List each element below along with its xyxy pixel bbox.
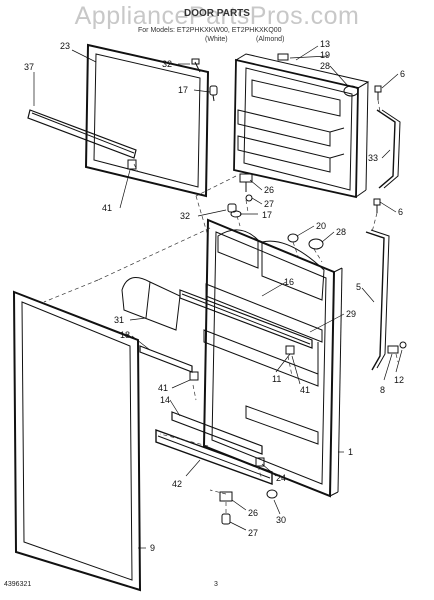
callout-26: 26 (264, 185, 274, 195)
fresh-food-handle-5 (365, 229, 390, 371)
callout-9: 9 (150, 543, 155, 553)
shelf-bar-18 (139, 345, 193, 373)
freezer-trim-strip-37 (27, 109, 137, 159)
callout-28: 28 (320, 61, 330, 71)
freezer-handle-33 (376, 109, 401, 189)
callout-37: 37 (24, 62, 34, 72)
callout-32: 32 (180, 211, 190, 221)
callout-31: 31 (114, 315, 124, 325)
freezer-door-13 (233, 53, 370, 199)
callout-29: 29 (346, 309, 356, 319)
diagram-part-number: 4396321 (4, 581, 32, 588)
callout-13: 13 (320, 39, 330, 49)
callout-5: 5 (356, 282, 361, 292)
callout-24: 24 (276, 473, 286, 483)
callout-6: 6 (400, 69, 405, 79)
washer-27a (245, 194, 253, 202)
callout-19: 19 (320, 50, 330, 60)
callout-42: 42 (172, 479, 182, 489)
bracket-41c (285, 345, 295, 355)
model-subtitle: For Models: ET2PHKXKW00, ET2PHKXKQ00 (138, 27, 282, 34)
callout-41: 41 (102, 203, 112, 213)
callout-1: 1 (348, 447, 353, 457)
hinge-26a (239, 173, 253, 192)
callout-33: 33 (368, 153, 378, 163)
bottom-trim-42 (155, 429, 273, 485)
callout-41: 41 (158, 383, 168, 393)
callout-27: 27 (264, 199, 274, 209)
hinge-26b (219, 491, 233, 502)
callout-27: 27 (248, 528, 258, 538)
callout-18: 18 (120, 330, 130, 340)
color-white-label: (White) (205, 36, 228, 43)
callout-17: 17 (178, 85, 188, 95)
callout-20: 20 (316, 221, 326, 231)
callout-17: 17 (262, 210, 272, 220)
fresh-food-gasket-9 (12, 290, 142, 592)
diagram-title: DOOR PARTS (184, 8, 250, 19)
callout-41: 41 (300, 385, 310, 395)
callout-26: 26 (248, 508, 258, 518)
callout-23: 23 (60, 41, 70, 51)
callout-12: 12 (394, 375, 404, 385)
plug-17b (230, 210, 242, 218)
bracket-41b (189, 371, 199, 381)
screw-32a (191, 58, 201, 73)
handle-screw-6a (374, 85, 382, 100)
bracket-41a (127, 159, 137, 170)
handle-end-8 (387, 345, 399, 354)
shelf-bar-14 (171, 411, 263, 455)
page-number: 3 (214, 581, 218, 588)
plug-button-28a (343, 85, 359, 97)
callout-32: 32 (162, 59, 172, 69)
clip-20 (287, 233, 299, 243)
watermark: AppliancePartsPros.com (74, 2, 360, 30)
washer-27b (221, 513, 231, 525)
callout-30: 30 (276, 515, 286, 525)
callout-28: 28 (336, 227, 346, 237)
clip-24 (255, 457, 265, 467)
callout-6: 6 (398, 207, 403, 217)
shelf-bar-16 (179, 289, 313, 349)
fresh-food-door-1 (202, 218, 343, 498)
plug-30 (266, 489, 278, 499)
callout-8: 8 (380, 385, 385, 395)
freezer-gasket-23 (84, 43, 210, 198)
screw-12 (399, 341, 407, 349)
color-almond-label: (Almond) (256, 36, 285, 43)
callout-11: 11 (272, 374, 281, 384)
bin-31 (121, 277, 181, 331)
callout-16: 16 (284, 277, 294, 287)
door-stop-19 (277, 53, 289, 61)
plug-button-28b (308, 238, 324, 250)
plug-17a (209, 85, 218, 102)
callout-14: 14 (160, 395, 170, 405)
handle-screw-6b (373, 198, 381, 213)
